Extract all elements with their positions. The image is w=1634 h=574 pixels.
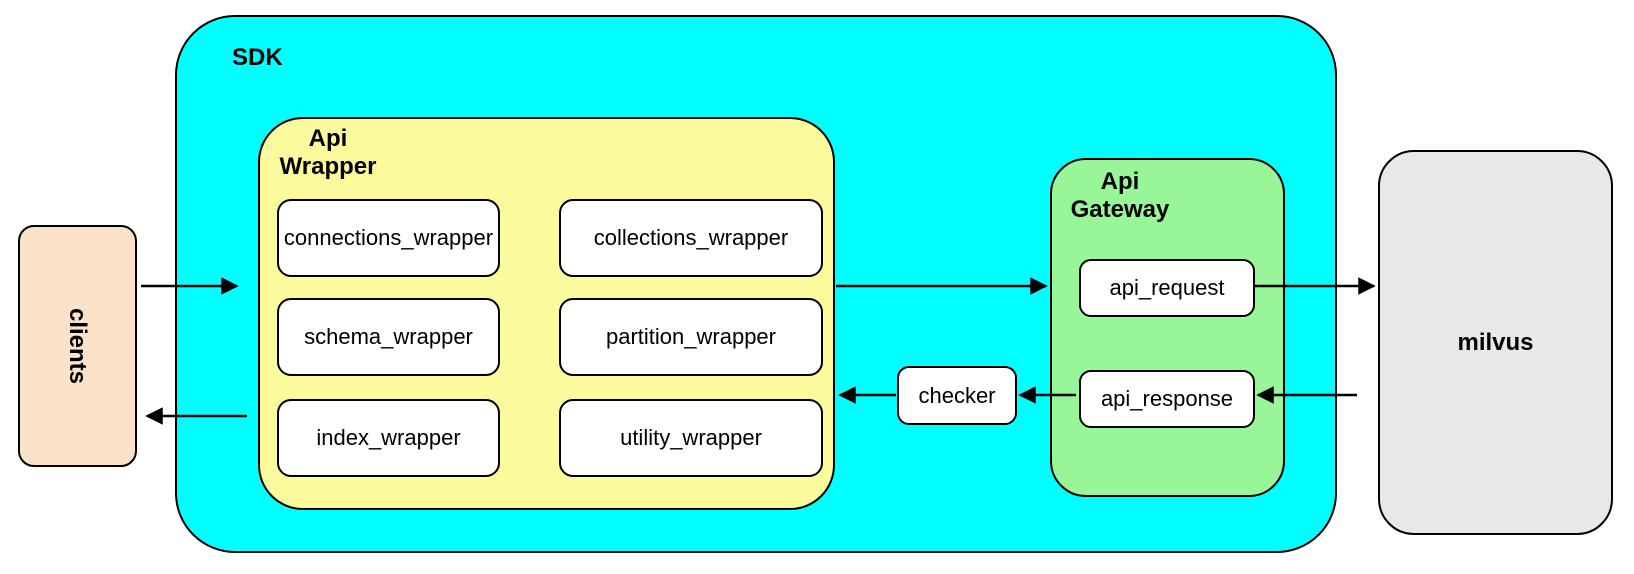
node-clients: clients [18,225,137,467]
node-partition-wrapper: partition_wrapper [559,298,823,376]
index-wrapper-label: index_wrapper [316,425,461,450]
partition-wrapper-label: partition_wrapper [606,324,776,349]
api-response-label: api_response [1100,386,1234,411]
node-api-gateway: Api Gateway api_request api_response [1050,158,1285,497]
node-schema-wrapper: schema_wrapper [277,298,500,376]
node-utility-wrapper: utility_wrapper [559,399,823,477]
utility-wrapper-label: utility_wrapper [620,425,762,450]
node-collections-wrapper: collections_wrapper [559,199,823,277]
node-milvus: milvus [1378,150,1613,535]
connections-wrapper-label: connections_wrapper [283,225,494,250]
node-api-request: api_request [1079,259,1255,317]
api-gateway-label: Api Gateway [1070,168,1170,223]
schema-wrapper-label: schema_wrapper [304,324,473,349]
node-connections-wrapper: connections_wrapper [277,199,500,277]
node-api-wrapper: Api Wrapper connections_wrapper collecti… [258,117,835,510]
milvus-label: milvus [1457,328,1534,356]
node-checker: checker [897,366,1017,425]
node-api-response: api_response [1079,370,1255,428]
checker-label: checker [918,382,996,408]
api-request-label: api_request [1109,275,1225,300]
collections-wrapper-label: collections_wrapper [593,225,789,250]
clients-label: clients [64,307,92,385]
api-wrapper-label: Api Wrapper [279,125,377,180]
node-index-wrapper: index_wrapper [277,399,500,477]
sdk-label: SDK [232,44,283,71]
